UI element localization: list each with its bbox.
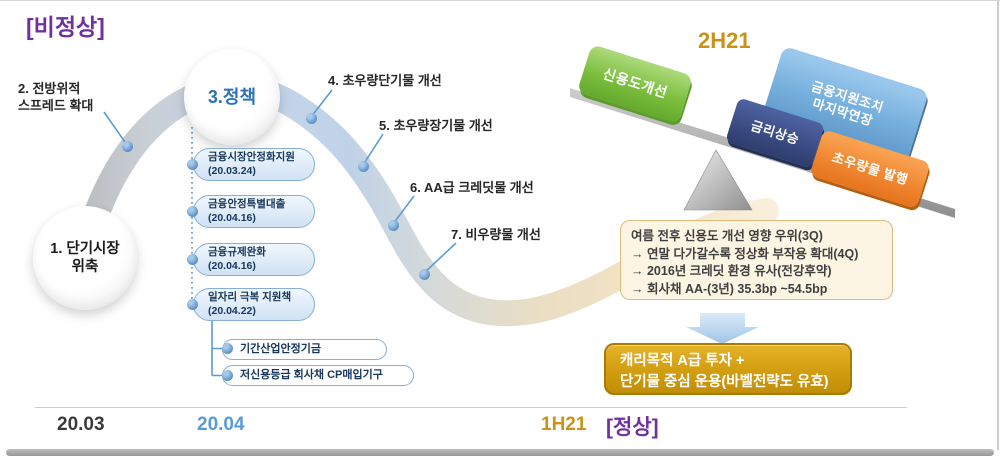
top-edge-line <box>0 0 1000 1</box>
bottom-edge-bar <box>6 449 994 456</box>
policy-dot <box>221 370 233 381</box>
policy-dot <box>186 253 198 265</box>
step1-line2: 위축 <box>71 259 99 275</box>
abnormal-state-label: [비정상] <box>26 14 105 40</box>
policy-pill: 금융규제완화 (20.04.16) <box>193 243 315 276</box>
policy-dot <box>221 343 233 354</box>
curve-dot <box>305 112 317 124</box>
policy-pill: 금융안정특별대출 (20.04.16) <box>193 195 315 228</box>
step6-label: 6. AA급 크레딧물 개선 <box>410 180 534 195</box>
curve-dot <box>357 160 369 172</box>
step3-label: 3.정책 <box>207 86 257 107</box>
policy-dot <box>186 299 198 310</box>
curve-dot <box>387 219 399 231</box>
step-callout-lines <box>103 89 457 274</box>
step3-circle: 3.정책 <box>184 49 280 145</box>
step1-circle: 1. 단기시장 위축 <box>33 206 137 310</box>
down-arrow-icon <box>686 313 759 344</box>
normal-state-label: [정상] <box>606 416 659 439</box>
step1-line1: 1. 단기시장 <box>50 240 120 257</box>
seesaw-fulcrum-triangle <box>683 149 753 211</box>
timeline-tick-1h21: 1H21 <box>541 414 587 435</box>
step5-label: 5. 초우량장기물 개선 <box>379 118 493 133</box>
policy-pill: 금융시장안정화지원 (20.03.24) <box>193 148 315 181</box>
policy-dot <box>186 206 198 217</box>
outlook-note-box: 여름 전후 신용도 개선 영향 우위(3Q) → 연말 다가갈수록 정상화 부작… <box>620 220 893 300</box>
policy-dot <box>186 159 198 170</box>
timeline-tick-2003: 20.03 <box>57 414 105 435</box>
subpolicy-pill: 저신용등급 회사채 CP매입기구 <box>222 365 414 386</box>
timeline-tick-2004: 20.04 <box>197 414 245 435</box>
step2-label: 2. 전방위적 스프레드 확대 <box>18 81 94 113</box>
period-2h21-label: 2H21 <box>698 28 751 53</box>
curve-dot <box>121 140 133 152</box>
timeline-axis <box>35 407 907 409</box>
curve-dot <box>418 268 430 280</box>
subpolicy-pill: 기간산업안정기금 <box>222 339 387 360</box>
right-edge-line <box>997 0 999 450</box>
step7-label: 7. 비우량물 개선 <box>451 227 541 242</box>
policy-pill: 일자리 극복 지원책 (20.04.22) <box>193 288 315 321</box>
strategy-box: 캐리목적 A급 투자 + 단기물 중심 운용(바벨전략도 유효) <box>604 343 852 395</box>
step4-label: 4. 초우량단기물 개선 <box>328 73 442 88</box>
